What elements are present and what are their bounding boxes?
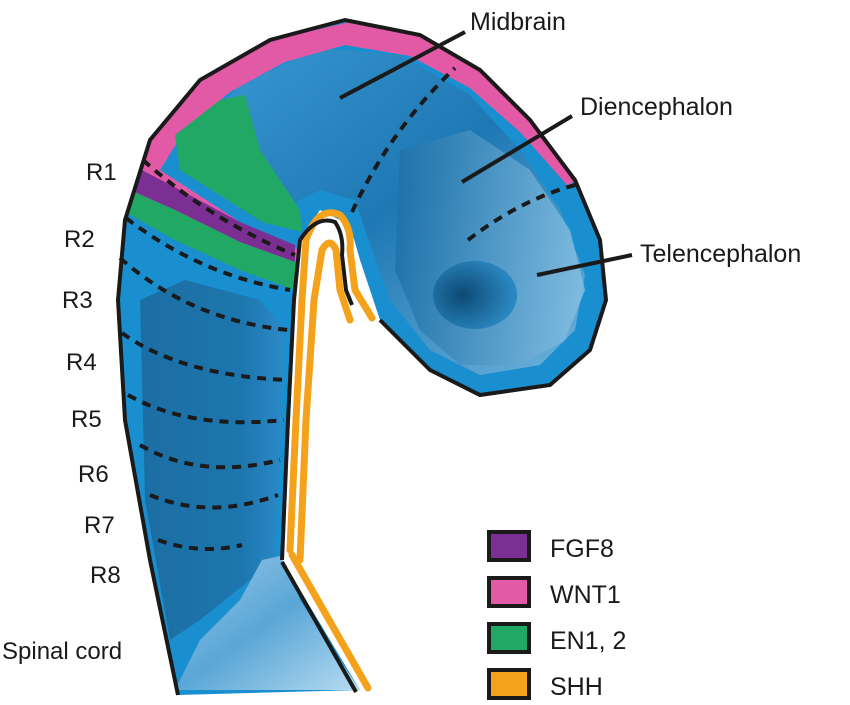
shh-inner-line: [294, 235, 336, 561]
legend-swatch-en12: [487, 622, 531, 654]
leader-lines: [339, 30, 633, 277]
neural-boundary-line: [280, 218, 354, 561]
label-r4: R4: [66, 349, 97, 376]
boundary-r4-r5: [120, 331, 287, 382]
label-r7: R7: [84, 512, 115, 539]
label-r3: R3: [62, 287, 93, 314]
boundary-r7-r8: [149, 493, 279, 510]
label-midbrain: Midbrain: [470, 8, 566, 36]
wnt1-domain: [120, 22, 575, 262]
boundary-r8-spinal: [157, 538, 243, 551]
legend-label-shh: SHH: [550, 673, 603, 701]
boundary-mid-dien: [350, 66, 457, 213]
label-r5: R5: [71, 406, 102, 433]
shh-lower-outer: [288, 551, 372, 692]
hindbrain-region: [140, 280, 285, 640]
tube-outline: [115, 17, 609, 696]
label-r6: R6: [78, 461, 109, 488]
neural-tube-body: [115, 17, 609, 696]
en12-domain-lower: [125, 190, 295, 290]
fgf8-domain: [130, 168, 295, 262]
legend-label-wnt1: WNT1: [550, 581, 621, 609]
leader-midbrain: [339, 30, 466, 100]
label-telencephalon: Telencephalon: [640, 240, 801, 268]
segment-boundaries: [118, 66, 576, 551]
shh-floor-plate: [280, 209, 376, 693]
boundary-r2-r3: [124, 216, 291, 292]
legend-swatch-fgf8: [487, 530, 531, 562]
shh-outer-line: [286, 209, 376, 554]
label-diencephalon: Diencephalon: [580, 93, 733, 121]
leader-telencephalon: [536, 253, 633, 277]
boundary-r5-r6: [127, 393, 285, 425]
shh-lower-inner: [280, 561, 358, 693]
boundary-r6-r7: [138, 443, 281, 470]
label-r2: R2: [64, 226, 95, 253]
legend: FGF8 WNT1 EN1, 2 SHH: [487, 530, 626, 701]
label-r1: R1: [86, 159, 117, 186]
en12-domain: [175, 95, 302, 232]
label-r8: R8: [90, 562, 121, 589]
boundary-r1-r2: [141, 158, 296, 257]
boundary-r3-r4: [118, 256, 289, 332]
optic-vesicle: [433, 261, 517, 329]
legend-swatch-shh: [487, 668, 531, 700]
label-spinal-cord: Spinal cord: [2, 638, 122, 665]
spinal-cord-region: [175, 555, 360, 690]
shh-notochord-line: [296, 239, 354, 564]
legend-label-fgf8: FGF8: [550, 535, 614, 563]
leader-diencephalon: [460, 114, 574, 184]
legend-label-en12: EN1, 2: [550, 627, 626, 655]
legend-swatch-wnt1: [487, 576, 531, 608]
